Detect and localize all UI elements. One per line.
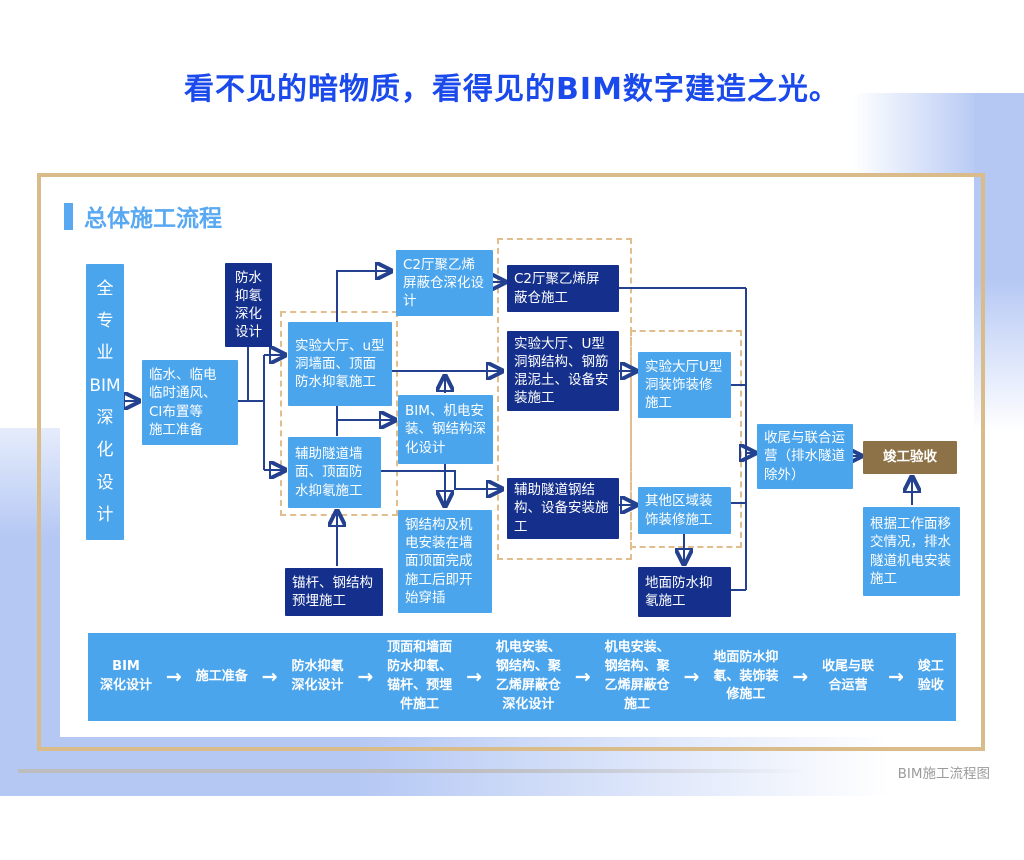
- right-arrow-icon: →: [792, 666, 809, 688]
- flow-box-hall-decoration-build: 实验大厅U型洞装饰装修施工: [638, 352, 731, 418]
- right-arrow-icon: →: [574, 666, 591, 688]
- flow-box-c2-polyethylene-design: C2厅聚乙烯屏蔽仓深化设计: [396, 250, 493, 316]
- corner-decoration-bottom: [0, 737, 890, 796]
- sequence-step: 机电安装、 钢结构、聚 乙烯屏蔽仓 施工: [604, 640, 670, 712]
- right-arrow-icon: →: [466, 666, 482, 688]
- flow-box-steel-mep-interleave: 钢结构及机电安装在墙面顶面完成施工后即开始穿插: [398, 510, 492, 613]
- right-arrow-icon: →: [887, 666, 904, 688]
- flow-box-completion-acceptance: 竣工验收: [863, 441, 957, 474]
- bottom-sequence-bar: BIM 深化设计 → 施工准备 → 防水抑氡 深化设计 → 顶面和墙面 防水抑氡…: [88, 633, 956, 721]
- page-title: 看不见的暗物质，看得见的BIM数字建造之光。: [184, 72, 840, 107]
- flow-box-hall-steel-equipment-build: 实验大厅、U型洞钢结构、钢筋混泥土、设备安装施工: [507, 331, 619, 411]
- sequence-step: 施工准备: [195, 668, 248, 684]
- flow-box-bim-deepening-vertical: 全 专 业 BIM 深 化 设 计: [86, 264, 124, 540]
- flow-box-construction-prep: 临水、临电 临时通风、 CI布置等 施工准备: [142, 360, 238, 445]
- flow-box-waterproof-radon-design: 防水 抑氡 深化 设计: [225, 263, 272, 347]
- flow-box-aux-tunnel-steel-build: 辅助隧道钢结构、设备安装施工: [507, 478, 619, 539]
- heading-marker-bar: [64, 202, 73, 230]
- corner-decoration-left: [0, 428, 60, 796]
- sequence-step: 顶面和墙面 防水抑氡、 锚杆、预埋 件施工: [387, 640, 453, 712]
- flow-box-other-area-decoration-build: 其他区域装饰装修施工: [638, 487, 731, 534]
- sequence-step: 地面防水抑 氡、装饰装 修施工: [713, 649, 779, 703]
- bottom-accent-line: [18, 769, 808, 773]
- section-heading-label: 总体施工流程: [84, 206, 222, 232]
- sequence-step: 机电安装、 钢结构、聚 乙烯屏蔽仓 深化设计: [495, 640, 561, 712]
- flow-box-aux-tunnel-waterproof-build: 辅助隧道墙面、顶面防水抑氡施工: [288, 437, 381, 508]
- flow-box-closeout-joint-operation: 收尾与联合运营（排水隧道除外）: [757, 424, 853, 489]
- dashed-group-decoration: [630, 330, 742, 548]
- flow-box-ground-waterproof-build: 地面防水抑氡施工: [638, 567, 731, 617]
- flow-box-drainage-tunnel-mep: 根据工作面移交情况，排水隧道机电安装施工: [863, 507, 960, 596]
- footer-caption: BIM施工流程图: [897, 766, 990, 782]
- sequence-step: 收尾与联 合运营: [822, 659, 875, 693]
- section-heading: 总体施工流程: [64, 199, 222, 233]
- sequence-step: 竣工 验收: [917, 659, 944, 693]
- right-arrow-icon: →: [683, 666, 700, 688]
- flow-box-anchor-embed-build: 锚杆、钢结构预埋施工: [285, 568, 383, 616]
- right-arrow-icon: →: [165, 666, 182, 688]
- flow-box-c2-polyethylene-build: C2厅聚乙烯屏蔽仓施工: [507, 265, 619, 312]
- sequence-step: BIM 深化设计: [100, 659, 153, 693]
- flow-box-bim-mep-steel-design: BIM、机电安装、钢结构深化设计: [398, 395, 493, 464]
- flow-box-hall-wall-waterproof-build: 实验大厅、u型洞墙面、顶面防水抑氡施工: [288, 322, 392, 406]
- sequence-step: 防水抑氡 深化设计: [291, 659, 344, 693]
- content-frame: [37, 173, 985, 751]
- right-arrow-icon: →: [357, 666, 374, 688]
- right-arrow-icon: →: [261, 666, 278, 688]
